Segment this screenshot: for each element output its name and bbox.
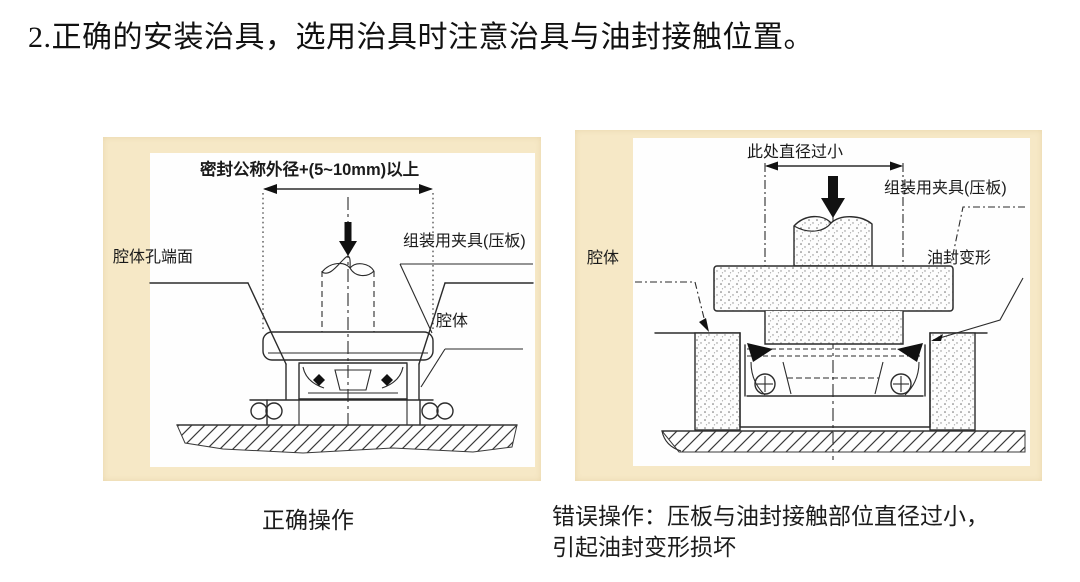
deformed-lip-right-icon bbox=[897, 343, 923, 362]
dim-arrow-left-icon bbox=[765, 161, 778, 171]
fixture-label: 组装用夹具(压板) bbox=[884, 179, 1007, 197]
incorrect-caption-line1: 错误操作：压板与油封接触部位直径过小， bbox=[552, 504, 989, 529]
seal-spring-right-icon bbox=[890, 373, 912, 395]
seal-deform-label: 油封变形 bbox=[927, 249, 991, 267]
seal-spring-left-icon bbox=[754, 373, 776, 395]
seal-spring-left-icon bbox=[313, 374, 325, 386]
left-figure-panel: 密封公称外径+(5~10mm)以上 bbox=[103, 137, 541, 481]
incorrect-operation-caption: 错误操作：压板与油封接触部位直径过小， 引起油封变形损坏 bbox=[552, 501, 1052, 563]
ground-hatch bbox=[660, 430, 1026, 453]
press-boss bbox=[764, 311, 904, 345]
correct-operation-caption: 正确操作 bbox=[262, 508, 354, 533]
cavity-face-label: 腔体孔端面 bbox=[113, 248, 193, 266]
deformed-oil-seal-section bbox=[744, 343, 926, 397]
seal-od-dimension-label: 密封公称外径+(5~10mm)以上 bbox=[200, 159, 419, 179]
dim-arrow-right-icon bbox=[890, 161, 903, 171]
fixture-label: 组装用夹具(压板) bbox=[403, 232, 526, 250]
dim-arrow-left-icon bbox=[263, 184, 277, 194]
seal-spring-right-icon bbox=[381, 374, 393, 386]
housing-outline bbox=[654, 332, 988, 431]
page-title: 2.正确的安装治具，选用治具时注意治具与油封接触位置。 bbox=[28, 21, 814, 54]
press-plate bbox=[262, 331, 434, 361]
dim-arrow-right-icon bbox=[419, 184, 433, 194]
press-plate bbox=[713, 265, 954, 312]
deformed-lip-left-icon bbox=[747, 343, 773, 362]
fixture-shaft bbox=[793, 215, 873, 267]
left-figure-paper bbox=[150, 153, 535, 467]
seal-deform-leader-arrow-icon bbox=[931, 334, 943, 341]
ground-hatch bbox=[176, 424, 518, 454]
correct-operation-figure: 密封公称外径+(5~10mm)以上 bbox=[113, 159, 534, 454]
cavity-label: 腔体 bbox=[587, 249, 619, 267]
right-figure-panel: 此处直径过小 bbox=[575, 130, 1042, 481]
cavity-label: 腔体 bbox=[436, 312, 468, 330]
press-force-arrow-icon bbox=[821, 176, 845, 218]
fixture-shaft bbox=[321, 255, 375, 332]
diameter-too-small-label: 此处直径过小 bbox=[747, 143, 843, 161]
seal-base bbox=[249, 399, 454, 426]
oil-seal-section bbox=[298, 362, 408, 400]
housing-outline bbox=[149, 282, 534, 400]
incorrect-caption-line2: 引起油封变形损坏 bbox=[552, 535, 736, 560]
incorrect-operation-figure: 此处直径过小 bbox=[587, 143, 1026, 460]
press-force-arrow-icon bbox=[339, 222, 357, 256]
cavity-leader-arrow-icon bbox=[699, 318, 709, 332]
